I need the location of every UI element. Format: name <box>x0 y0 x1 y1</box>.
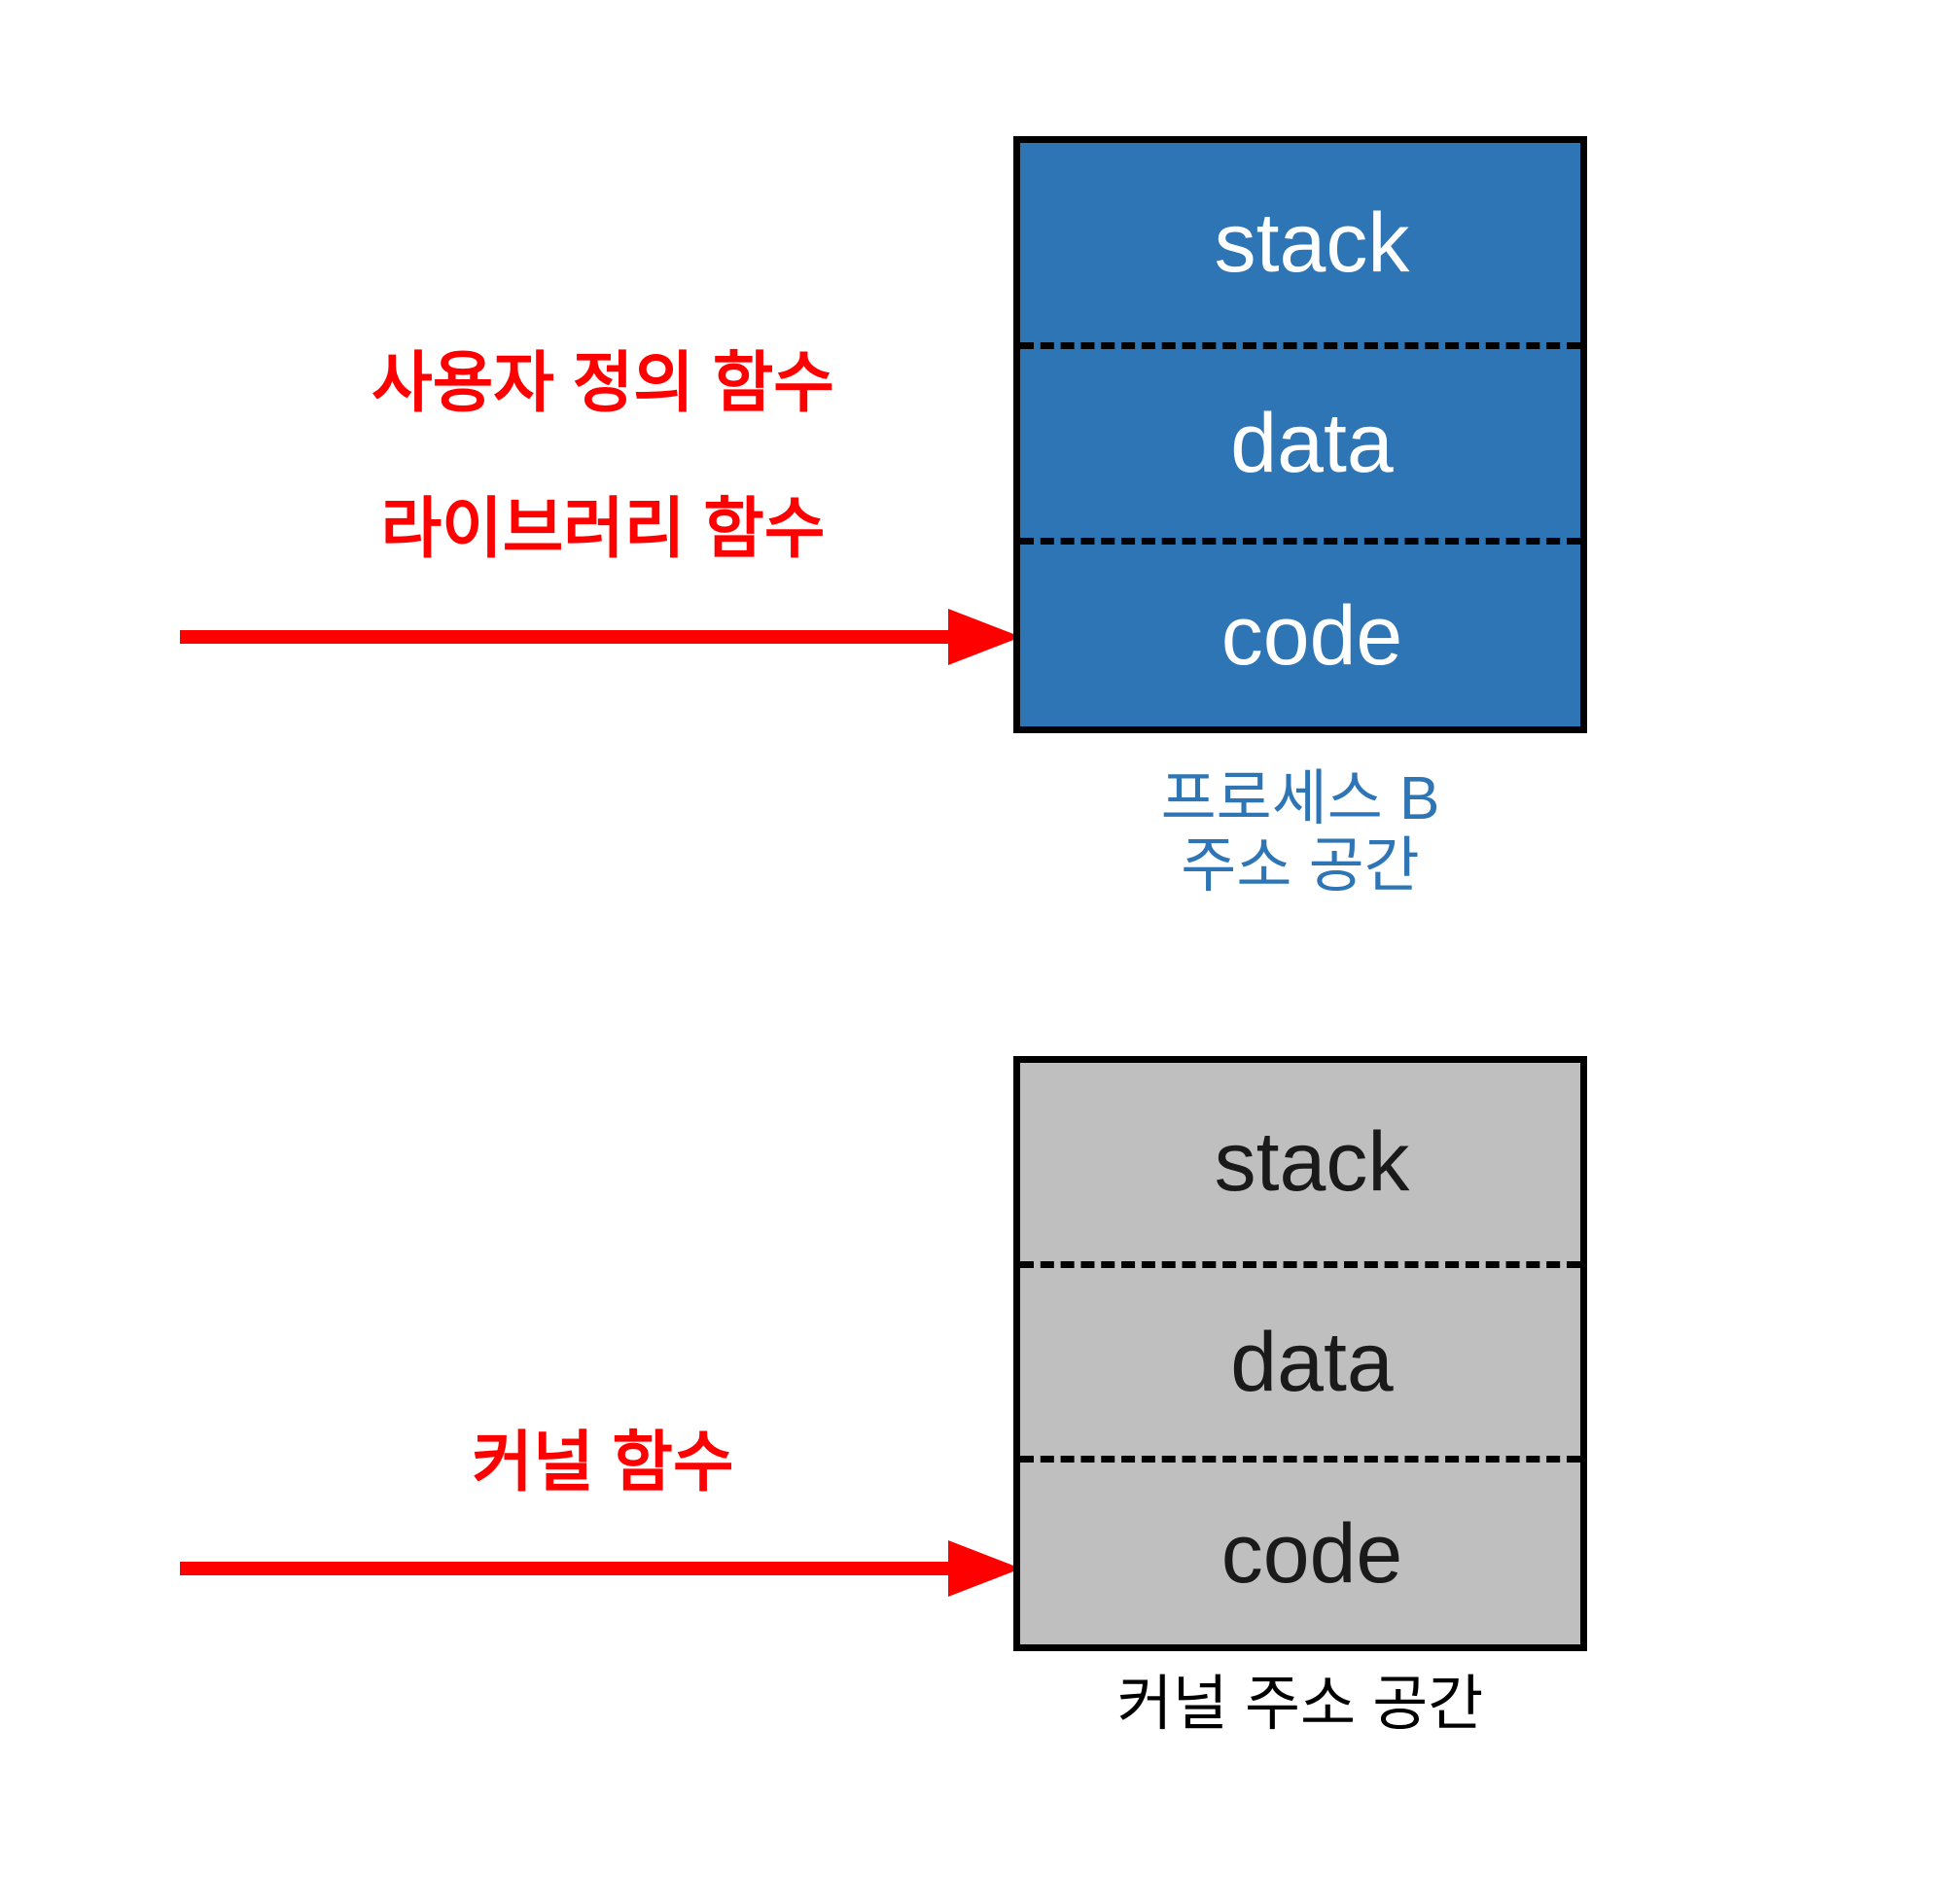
process-segment-stack-label: stack <box>1214 195 1410 290</box>
red-arrow-to-process-code <box>180 609 1021 665</box>
process-b-caption-line2: 주소 공간 <box>1181 832 1420 900</box>
process-segment-code: code <box>1020 538 1580 726</box>
kernel-segment-stack: stack <box>1020 1063 1580 1261</box>
red-arrow-to-kernel-code <box>180 1540 1021 1597</box>
process-segment-code-label: code <box>1220 588 1403 683</box>
kernel-segment-code: code <box>1020 1456 1580 1644</box>
annotation-user-defined-function: 사용자 정의 함수 <box>371 346 834 420</box>
kernel-caption: 커널 주소 공간 <box>1013 1671 1587 1738</box>
annotation-library-function: 라이브러리 함수 <box>380 492 826 566</box>
process-segment-stack: stack <box>1020 143 1580 342</box>
process-b-address-space-box: stack data code <box>1013 136 1587 733</box>
kernel-caption-line1: 커널 주소 공간 <box>1116 1671 1484 1738</box>
kernel-address-space-box: stack data code <box>1013 1056 1587 1651</box>
kernel-segment-stack-label: stack <box>1214 1115 1410 1209</box>
process-segment-data-label: data <box>1230 397 1394 490</box>
process-b-caption: 프로세스 B 주소 공간 <box>1013 765 1587 900</box>
kernel-segment-data: data <box>1020 1261 1580 1456</box>
kernel-segment-data-label: data <box>1230 1315 1394 1409</box>
annotation-kernel-function: 커널 함수 <box>472 1426 734 1499</box>
process-segment-data: data <box>1020 342 1580 538</box>
kernel-segment-code-label: code <box>1220 1506 1403 1601</box>
process-b-caption-line1: 프로세스 B <box>1160 765 1440 832</box>
